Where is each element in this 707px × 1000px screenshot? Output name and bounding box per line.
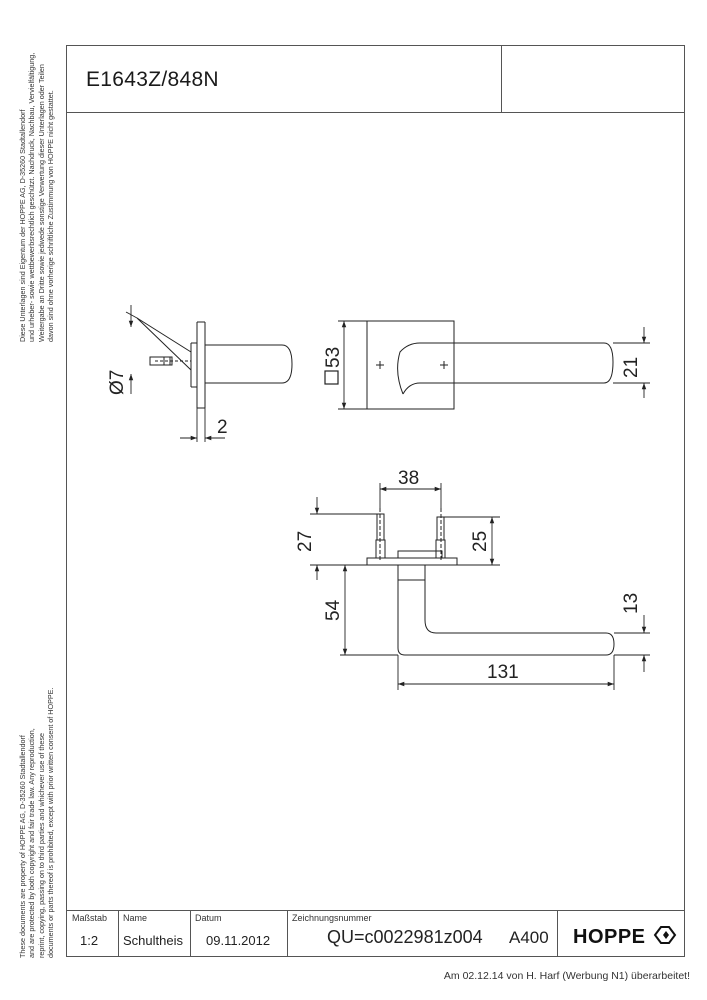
dim-handle-length: 131 bbox=[487, 662, 519, 683]
titleblock-top-border bbox=[66, 910, 685, 911]
brand-name: HOPPE bbox=[573, 926, 646, 948]
name-value: Schultheis bbox=[123, 933, 183, 948]
scale-value: 1:2 bbox=[80, 933, 99, 948]
dim-rose-square: 53 bbox=[323, 347, 344, 385]
dim-spindle-spacing: 38 bbox=[398, 468, 419, 489]
drawing-number: QU=c0022981z004 bbox=[327, 927, 483, 947]
header-divider bbox=[66, 112, 685, 113]
titleblock-divider-4 bbox=[557, 910, 558, 957]
bottom-view bbox=[366, 508, 615, 656]
paper-format: A400 bbox=[509, 928, 549, 947]
scale-label: Maßstab bbox=[72, 913, 108, 923]
date-value: 09.11.2012 bbox=[206, 933, 271, 948]
dim-handle-thickness: 13 bbox=[621, 593, 642, 614]
titleblock-divider-3 bbox=[287, 910, 288, 957]
dim-spindle-left: 27 bbox=[295, 531, 316, 552]
titleblock-divider-1 bbox=[118, 910, 119, 957]
drawing-number-label: Zeichnungsnummer bbox=[292, 913, 372, 923]
drawing-frame bbox=[66, 45, 685, 957]
drawing-title: E1643Z/848N bbox=[86, 68, 219, 91]
name-label: Name bbox=[123, 913, 148, 923]
dim-rose-gap: 2 bbox=[217, 417, 228, 438]
hoppe-logo: HOPPE bbox=[573, 924, 678, 949]
front-view bbox=[366, 320, 614, 410]
header-column-divider bbox=[501, 45, 502, 112]
side-view bbox=[136, 317, 293, 409]
dim-rose-diameter: Ø7 bbox=[107, 370, 128, 395]
date-label: Datum bbox=[195, 913, 222, 923]
dim-handle-width: 21 bbox=[621, 357, 642, 378]
titleblock-divider-2 bbox=[190, 910, 191, 957]
dim-spindle-right: 25 bbox=[470, 531, 491, 552]
dim-rose-square-value: 53 bbox=[323, 347, 344, 368]
square-symbol-icon bbox=[324, 370, 339, 385]
dim-handle-drop: 54 bbox=[323, 599, 344, 621]
hoppe-diamond-icon bbox=[653, 926, 676, 944]
footer-revision-note: Am 02.12.14 von H. Harf (Werbung N1) übe… bbox=[443, 970, 690, 982]
